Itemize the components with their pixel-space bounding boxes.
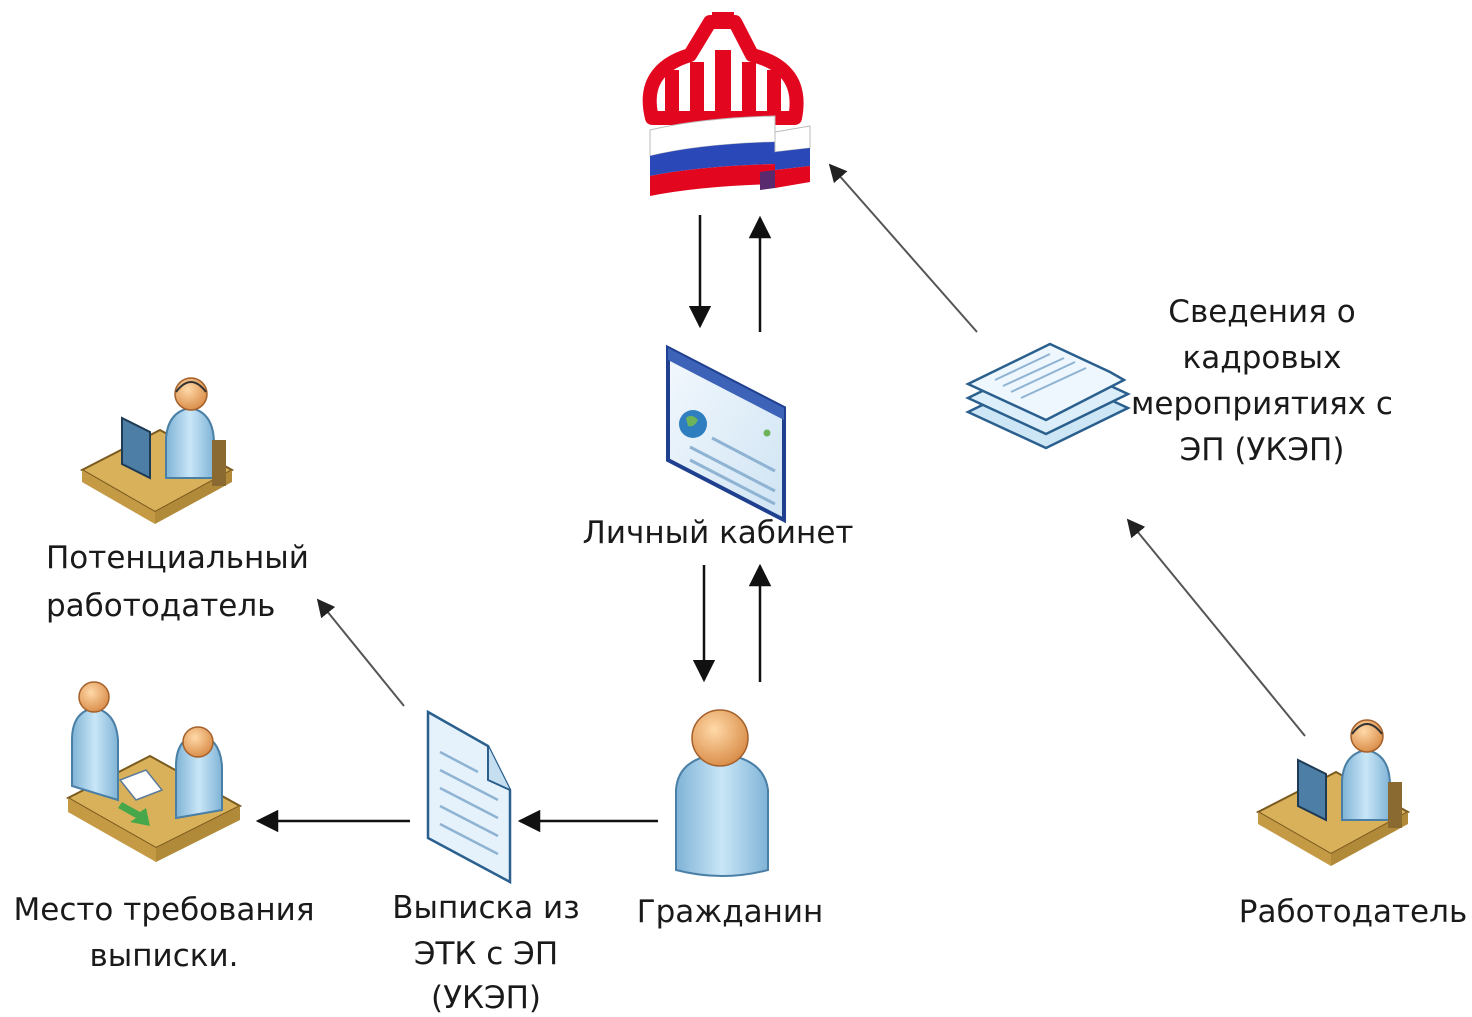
potential-label-line-2: работодатель xyxy=(46,588,275,624)
arrow-info-to-pfr xyxy=(828,163,978,333)
info-label-line-2: кадровых xyxy=(1183,340,1342,376)
potential-employer-icon xyxy=(79,377,235,524)
extract-label-line-1: Выписка из xyxy=(392,890,579,926)
potential-label-line-1: Потенциальный xyxy=(46,540,309,576)
employer-label: Работодатель xyxy=(1239,894,1467,930)
pfr-logo-icon xyxy=(642,12,811,196)
info-label-line-1: Сведения о xyxy=(1168,294,1355,330)
arrows xyxy=(255,163,1306,833)
extract-label-line-3: (УКЭП) xyxy=(431,980,541,1016)
arrow-employer-to-info xyxy=(1126,518,1306,737)
potential-employer-label: Потенциальный работодатель xyxy=(46,540,309,624)
info-label: Сведения о кадровых мероприятиях с ЭП (У… xyxy=(1131,294,1393,468)
request-place-icon xyxy=(65,681,243,862)
browser-window-icon xyxy=(666,344,786,524)
info-label-line-4: ЭП (УКЭП) xyxy=(1180,432,1345,468)
citizen-label: Гражданин xyxy=(637,894,824,930)
arrow-extract-to-potential xyxy=(316,598,405,707)
extract-document-icon xyxy=(426,709,512,885)
cabinet-label: Личный кабинет xyxy=(583,515,854,551)
place-label-line-1: Место требования xyxy=(14,892,315,928)
citizen-icon xyxy=(675,709,769,877)
extract-label-line-2: ЭТК с ЭП xyxy=(414,936,558,972)
request-place-label: Место требования выписки. xyxy=(14,892,315,974)
extract-label: Выписка из ЭТК с ЭП (УКЭП) xyxy=(392,890,579,1016)
info-label-line-3: мероприятиях с xyxy=(1131,386,1393,422)
place-label-line-2: выписки. xyxy=(90,938,239,974)
documents-stack-icon xyxy=(965,342,1131,450)
employer-icon xyxy=(1255,719,1411,866)
